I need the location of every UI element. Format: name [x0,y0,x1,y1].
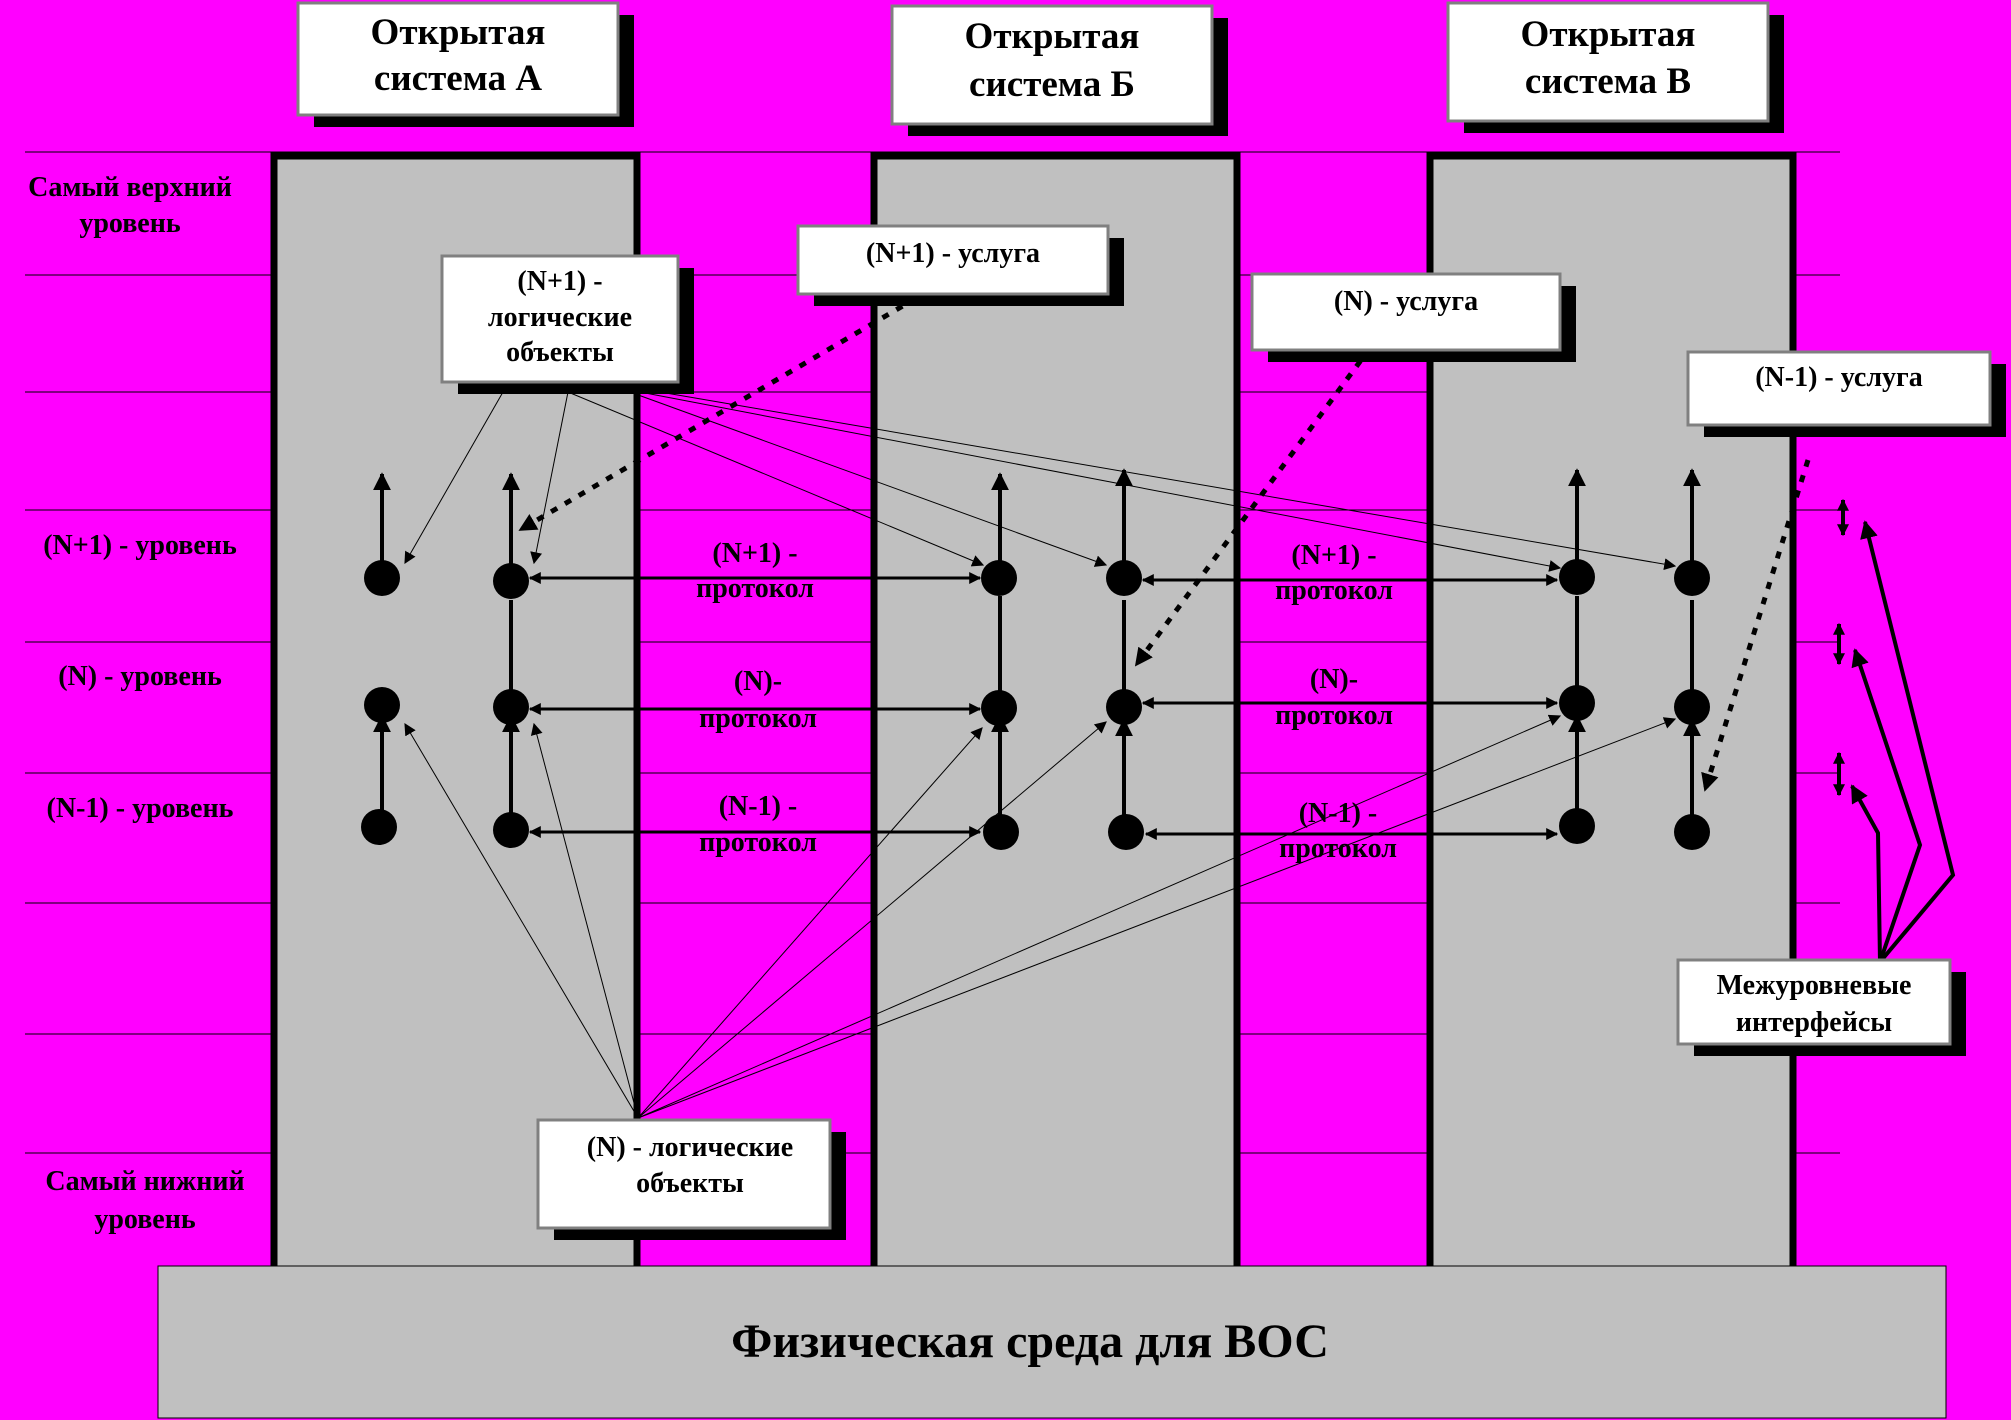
callout-n-minus-1-service: (N-1) - услуга [1686,350,2006,437]
layer-label-n-plus-1: (N+1) - уровень [43,530,237,561]
entity-node [1106,560,1142,596]
entity-node [1559,808,1595,844]
protocol-label-n-minus-1: протокол [699,827,817,858]
callout-text: объекты [636,1168,744,1199]
entity-node [1559,685,1595,721]
system-title-line2: система Б [969,64,1135,105]
protocol-label-n-plus-1: протокол [1275,575,1393,606]
callout-text: (N-1) - услуга [1755,362,1923,393]
entity-node [364,560,400,596]
protocol-label-n-plus-1: протокол [696,573,814,604]
entity-node [981,560,1017,596]
callout-n-entities: (N) - логические объекты [536,1118,846,1240]
entity-node [361,809,397,845]
protocol-label-n: (N)- [734,666,782,697]
protocol-entity-nodes [361,559,1710,850]
entity-node [1559,559,1595,595]
callout-n-plus-1-entities: (N+1) - логические объекты [440,254,694,394]
entity-node [983,814,1019,850]
layer-label-top: Самый верхний [28,172,232,203]
protocol-label-n: протокол [699,703,817,734]
protocol-label-n-minus-1: (N-1) - [719,791,798,822]
callout-text: интерфейсы [1736,1007,1892,1038]
entity-node [1674,560,1710,596]
system-title-v: Открытая система В [1446,1,1784,133]
callout-text: объекты [506,337,614,368]
physical-medium-label: Физическая среда для ВОС [731,1315,1329,1368]
entity-node [493,689,529,725]
n-entity-pointers [404,714,1677,1119]
callout-text: (N) - логические [587,1132,793,1163]
callout-text: логические [488,302,632,333]
service-pointers [518,287,1811,792]
protocol-label-n: (N)- [1310,664,1358,695]
interface-arrows [1833,498,1956,964]
system-title-line1: Открытая [371,12,546,53]
system-title-line1: Открытая [965,16,1140,57]
entity-node [493,812,529,848]
callout-interfaces: Межуровневые интерфейсы [1676,958,1966,1056]
protocol-label-n-plus-1: (N+1) - [1291,540,1376,571]
layer-labels: Самый верхний уровень (N+1) - уровень (N… [28,172,245,1235]
system-title-line1: Открытая [1521,14,1696,55]
callout-n-service: (N) - услуга [1250,272,1576,362]
entity-node [1108,814,1144,850]
protocol-label-n-plus-1: (N+1) - [712,538,797,569]
protocol-labels: (N+1) - протокол (N)- протокол (N-1) - п… [696,538,1397,864]
layer-label-n: (N) - уровень [58,661,222,692]
callout-text: (N+1) - услуга [866,238,1040,269]
system-title-line2: система В [1525,61,1691,102]
callout-n-plus-1-service: (N+1) - услуга [796,224,1124,306]
entity-node [493,563,529,599]
layer-label-n-minus-1: (N-1) - уровень [47,793,234,824]
system-title-b: Открытая система Б [890,4,1228,136]
callout-text: (N) - услуга [1334,286,1478,317]
entity-node [1106,689,1142,725]
protocol-arrows [528,572,1559,840]
callout-text: Межуровневые [1717,970,1912,1001]
entity-node [364,687,400,723]
system-b-column [870,152,1241,1280]
entity-node [1674,689,1710,725]
entity-node [981,690,1017,726]
entity-node [1674,814,1710,850]
system-title-a: Открытая система А [296,1,634,127]
physical-medium-bar: Физическая среда для ВОС [157,1265,1947,1419]
protocol-label-n: протокол [1275,700,1393,731]
layer-label-bottom: Самый нижний [45,1166,244,1197]
system-title-line2: система А [374,58,542,99]
layer-label-bottom: уровень [94,1204,196,1235]
layer-label-top: уровень [79,208,181,239]
callout-text: (N+1) - [517,266,602,297]
